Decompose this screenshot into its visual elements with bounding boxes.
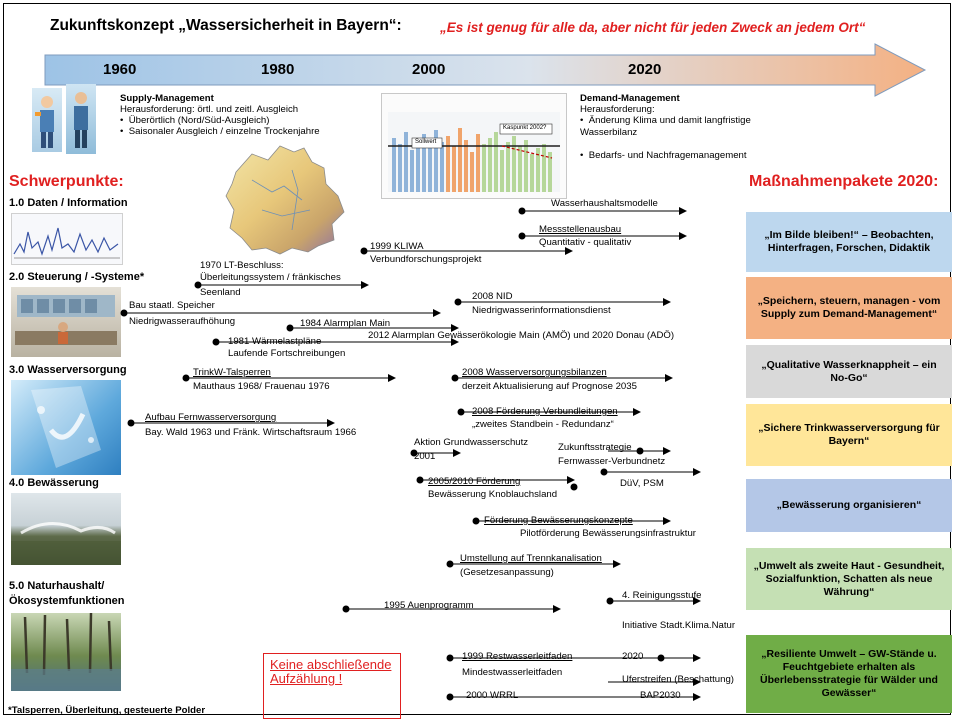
event-restwasser-2020: 2020 — [622, 651, 644, 662]
event-trennkanal-2: (Gesetzesanpassung) — [460, 567, 554, 578]
event-wasserhaushaltsmodelle: Wasserhaushaltsmodelle — [551, 198, 658, 209]
event-lt-beschluss-3: Seenland — [200, 287, 241, 298]
event-kliwa: 1999 KLIWA — [370, 241, 424, 252]
massnahmen-heading: Maßnahmenpakete 2020: — [749, 173, 939, 190]
schwerpunkte-heading: Schwerpunkte: — [9, 173, 124, 190]
event-grundwasser-1: Aktion Grundwasserschutz — [414, 437, 529, 448]
year-1980: 1980 — [261, 61, 295, 78]
package-qualitative-wasserknappheit: „Qualitative Wasserknappheit – ein No-Go… — [746, 345, 952, 398]
event-zukunft-1: Zukunftsstrategie — [558, 442, 632, 453]
event-knoblauch-2: Bewässerung Knoblauchsland — [428, 489, 558, 500]
event-talsperren-2: Mauthaus 1968/ Frauenau 1976 — [193, 381, 330, 392]
event-lt-beschluss-2: Überleitungssystem / fränkisches — [200, 272, 341, 283]
package-sichere-trinkwasserversorgung: „Sichere Trinkwasserversorgung für Bayer… — [746, 404, 952, 466]
event-verbund-1: 2008 Förderung Verbundleitungen — [472, 406, 618, 417]
section-steuerung: 2.0 Steuerung / -Systeme* — [9, 271, 145, 283]
hydrograph-thumbnail — [11, 213, 123, 265]
event-quantitativ: Quantitativ - qualitativ — [539, 237, 632, 248]
event-speicher-2: Niedrigwasseraufhöhung — [129, 316, 236, 327]
demand-heading: Demand-Management — [580, 93, 680, 104]
supply-bullet-1: • Überörtlich (Nord/Süd-Ausgleich) — [120, 115, 270, 126]
section-naturhaushalt: 5.0 Naturhaushalt/ — [9, 580, 105, 592]
event-wrrl: 2000 WRRL — [466, 690, 519, 701]
event-bew-konzepte: Förderung Bewässerungskonzepte — [484, 515, 633, 526]
motto-quote: „Es ist genug für alle da, aber nicht fü… — [440, 20, 866, 35]
package-bewaesserung-organisieren: „Bewässerung organisieren“ — [746, 479, 952, 532]
event-messstellenausbau: Messstellenausbau — [539, 224, 622, 235]
event-bilanzen-1: 2008 Wasserversorgungsbilanzen — [462, 367, 607, 378]
event-duev: DüV, PSM — [620, 478, 664, 489]
event-stadtklima: Initiative Stadt.Klima.Natur — [622, 620, 736, 631]
event-fernwasser-1: Aufbau Fernwasserversorgung — [145, 412, 277, 423]
chart-inset-label-a: Sollwert — [415, 139, 437, 145]
event-waermelast-2: Laufende Fortschreibungen — [228, 348, 346, 359]
disclaimer-note: Keine abschließende Aufzählung ! — [263, 653, 401, 719]
event-bap: BAP2030 — [640, 690, 681, 701]
event-nid-1: 2008 NID — [472, 291, 513, 302]
event-mindestwasser: Mindestwasserleitfaden — [462, 667, 563, 678]
section-bewaesserung: 4.0 Bewässerung — [9, 477, 99, 489]
event-verbund-2: „zweites Standbein - Redundanz“ — [472, 419, 614, 430]
event-fernwasser-2: Bay. Wald 1963 und Fränk. Wirtschaftsrau… — [145, 427, 357, 438]
demand-bullet-2: • Bedarfs- und Nachfragemanagement — [580, 150, 747, 161]
event-zukunft-2: Fernwasser-Verbundnetz — [558, 456, 666, 467]
package-im-bilde-bleiben: „Im Bilde bleiben!“ – Beobachten, Hinter… — [746, 212, 952, 272]
supply-line: Herausforderung: örtl. und zeitl. Ausgle… — [120, 104, 299, 115]
event-lt-beschluss-1: 1970 LT-Beschluss: — [200, 260, 284, 271]
year-2020: 2020 — [628, 61, 662, 78]
year-1960: 1960 — [103, 61, 137, 78]
event-knoblauch-1: 2005/2010 Förderung — [428, 476, 521, 487]
event-auen: 1995 Auenprogramm — [384, 600, 474, 611]
event-talsperren-1: TrinkW-Talsperren — [193, 367, 271, 378]
package-speichern-steuern: „Speichern, steuern, managen - vom Suppl… — [746, 277, 952, 339]
page-title: Zukunftskonzept „Wassersicherheit in Bay… — [50, 17, 402, 34]
event-verbundforschung: Verbundforschungsprojekt — [370, 254, 482, 265]
event-bew-infra: Pilotförderung Bewässerungsinfrastruktur — [520, 528, 696, 539]
supply-heading: Supply-Management — [120, 93, 214, 104]
event-alarmplan-2012: 2012 Alarmplan Gewässerökologie Main (AM… — [368, 330, 675, 341]
demand-line: Herausforderung: — [580, 104, 655, 115]
footnote: *Talsperren, Überleitung, gesteuerte Pol… — [8, 705, 206, 716]
supply-bullet-2: • Saisonaler Ausgleich / einzelne Trocke… — [120, 126, 320, 137]
event-reinigung: 4. Reinigungsstufe — [622, 590, 702, 601]
package-resiliente-umwelt: „Resiliente Umwelt – GW-Stände u. Feucht… — [746, 635, 952, 713]
section-daten: 1.0 Daten / Information — [9, 197, 128, 209]
event-alarmplan: 1984 Alarmplan Main — [300, 318, 391, 329]
event-grundwasser-2: 2001 — [414, 451, 436, 462]
year-2000: 2000 — [412, 61, 446, 78]
event-trennkanal-1: Umstellung auf Trennkanalisation — [460, 553, 602, 564]
event-nid-2: Niedrigwasserinformationsdienst — [472, 305, 611, 316]
event-bilanzen-2: derzeit Aktualisierung auf Prognose 2035 — [462, 381, 637, 392]
package-umwelt-zweite-haut: „Umwelt als zweite Haut - Gesundheit, So… — [746, 548, 952, 610]
section-oekosystem: Ökosystemfunktionen — [9, 595, 125, 607]
demand-bullet-1: • Änderung Klima und damit langfristige … — [580, 115, 751, 138]
event-restwasser-1: 1999 Restwasserleitfaden — [462, 651, 573, 662]
event-speicher-1: Bau staatl. Speicher — [129, 300, 215, 311]
event-waermelast-1: 1981 Wärmelastpläne — [228, 336, 322, 347]
chart-inset-label-b: Kaspunkt 2002? — [503, 125, 547, 131]
event-uferstreifen: Uferstreifen (Beschattung) — [622, 674, 734, 685]
section-wasserversorgung: 3.0 Wasserversorgung — [9, 364, 127, 376]
